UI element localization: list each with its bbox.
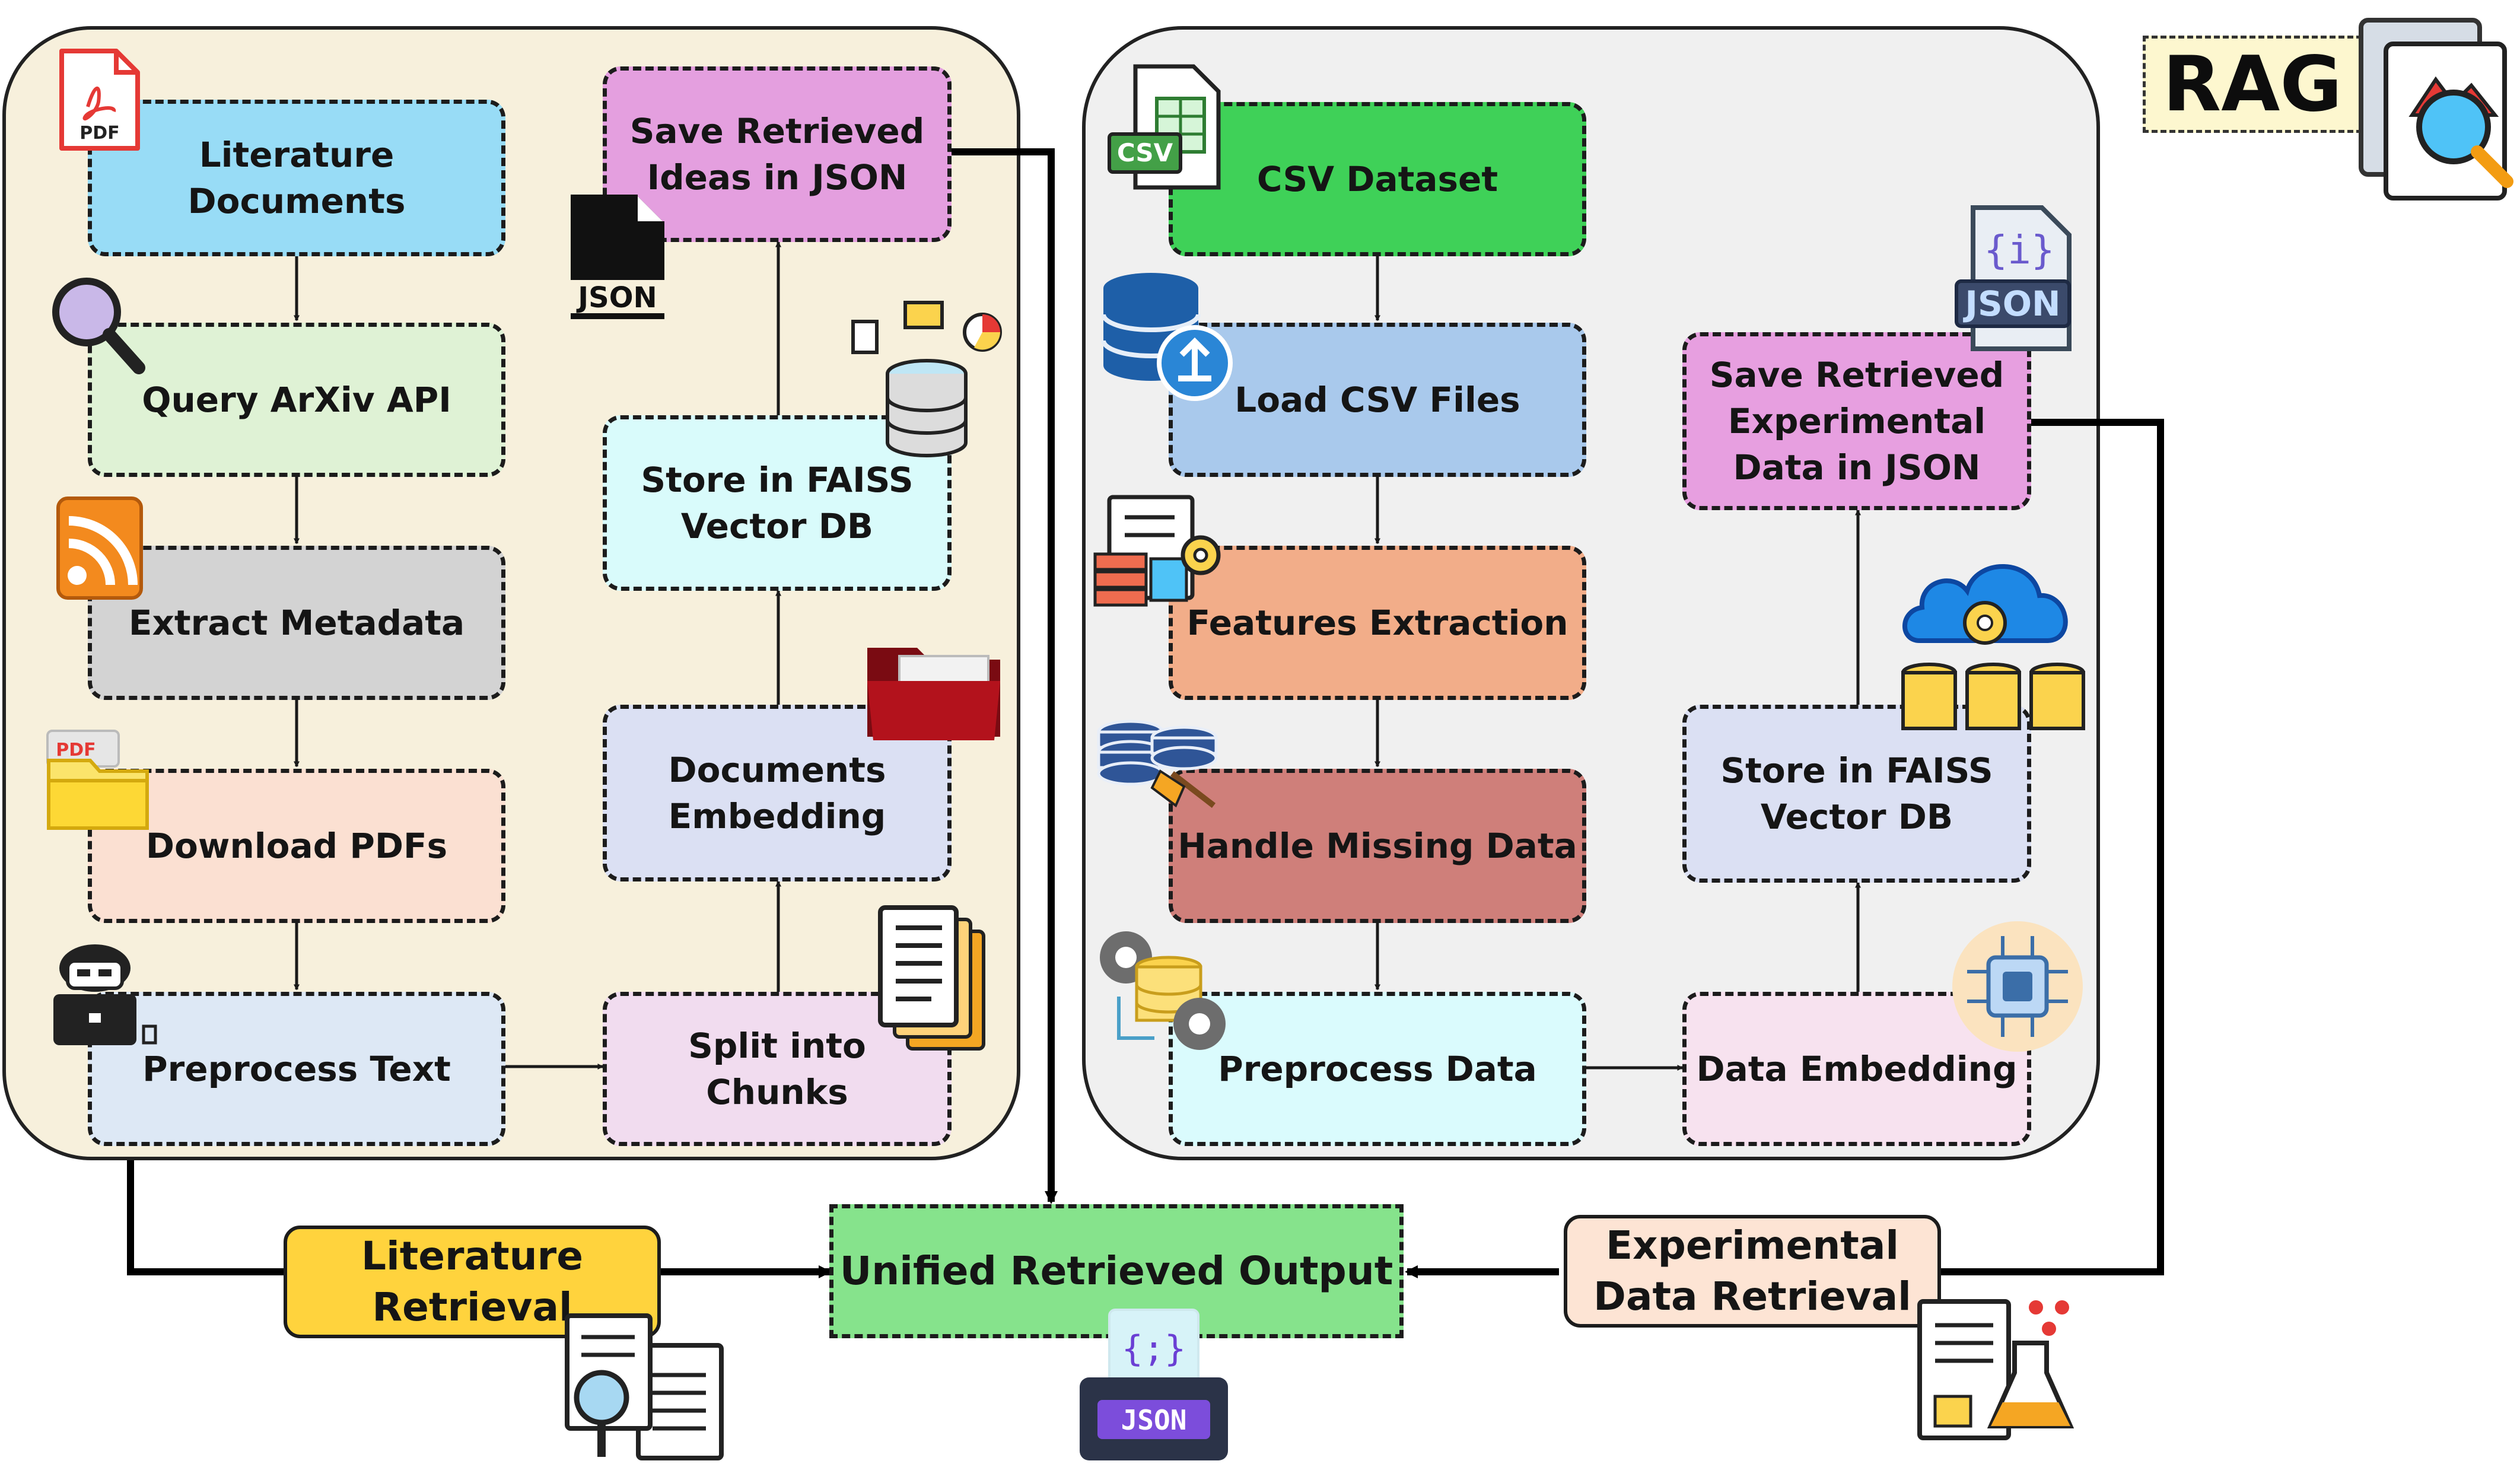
json-file-icon: JSON (571, 195, 664, 319)
database-cleaning-icon (1097, 720, 1218, 808)
step-save-retrieved-experimental-json: Save Retrieved Experimental Data in JSON (1682, 332, 2031, 510)
svg-text:{;}: {;} (1122, 1328, 1186, 1370)
step-store-faiss-vector-db-literature: Store in FAISS Vector DB (603, 415, 952, 591)
step-preprocess-text: Preprocess Text (88, 992, 505, 1146)
pdf-folder-icon: PDF (46, 730, 149, 830)
step-extract-metadata: Extract Metadata (88, 546, 505, 700)
step-query-arxiv-api: Query ArXiv API (88, 323, 505, 477)
csv-file-icon: CSV (1108, 64, 1221, 190)
database-upload-icon (1101, 273, 1233, 401)
lab-report-icon (1917, 1299, 2074, 1440)
gears-database-icon (1100, 931, 1226, 1050)
json-printer-icon: {;} JSON (1080, 1309, 1228, 1460)
step-features-extraction: Features Extraction (1169, 546, 1586, 700)
rag-search-document-icon (2359, 18, 2513, 200)
ai-chip-icon (1952, 921, 2083, 1052)
document-search-icon (565, 1313, 724, 1460)
svg-text:JSON: JSON (1121, 1404, 1187, 1436)
pdf-file-icon: PDF (59, 49, 140, 151)
step-preprocess-data: Preprocess Data (1169, 992, 1586, 1146)
step-csv-dataset: CSV Dataset (1169, 102, 1586, 256)
step-data-embedding: Data Embedding (1682, 992, 2031, 1146)
red-folder-icon (867, 648, 1000, 740)
magnifying-glass-icon (52, 278, 145, 374)
step-store-faiss-vector-db-experimental: Store in FAISS Vector DB (1682, 705, 2031, 883)
documents-stack-icon (878, 905, 985, 1051)
step-literature-documents: Literature Documents (88, 100, 505, 256)
svg-text:CSV: CSV (1117, 138, 1173, 167)
document-settings-icon (1093, 495, 1221, 607)
svg-text:JSON: JSON (576, 281, 657, 314)
svg-text:PDF: PDF (56, 740, 96, 760)
arrow-exp-json-out (1940, 419, 2164, 1275)
step-handle-missing-data: Handle Missing Data (1169, 769, 1586, 923)
rss-feed-icon (56, 497, 143, 600)
arrow-ideas-to-unified (952, 148, 1058, 1204)
svg-text:JSON: JSON (1962, 284, 2060, 324)
step-save-retrieved-ideas-json: Save Retrieved Ideas in JSON (603, 66, 952, 242)
step-download-pdfs: Download PDFs (88, 769, 505, 923)
json-document-icon: {i} JSON (1955, 205, 2072, 351)
database-files-icon (851, 301, 1002, 457)
svg-text:{i}: {i} (1984, 227, 2054, 273)
rag-badge: RAG (2143, 36, 2362, 133)
cloud-database-icon (1901, 564, 2085, 730)
experimental-data-retrieval-label: Experimental Data Retrieval (1564, 1215, 1941, 1328)
svg-text:PDF: PDF (79, 123, 119, 144)
hacker-laptop-icon (53, 944, 157, 1045)
step-load-csv-files: Load CSV Files (1169, 323, 1586, 477)
